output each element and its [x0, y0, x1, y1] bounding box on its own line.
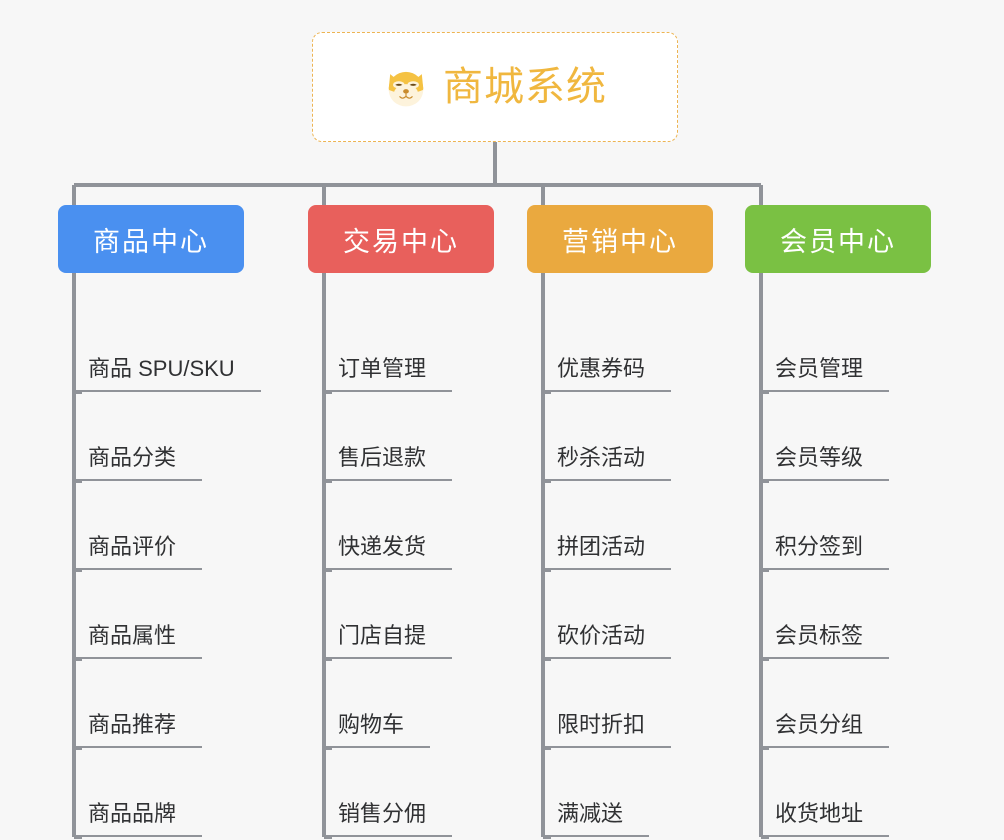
branch-header-label: 商品中心 — [93, 226, 209, 257]
leaf-item[interactable]: 商品分类 — [58, 392, 244, 481]
leaf-item[interactable]: 购物车 — [308, 659, 494, 748]
leaf-item-label: 售后退款 — [332, 445, 453, 481]
leaf-item[interactable]: 订单管理 — [308, 303, 494, 392]
leaf-item-label: 商品推荐 — [82, 712, 203, 748]
leaf-item-label: 收货地址 — [769, 801, 890, 837]
leaf-item[interactable]: 会员分组 — [745, 659, 931, 748]
leaf-list-trade-center: 订单管理售后退款快递发货门店自提购物车销售分佣 — [308, 273, 494, 837]
leaf-item[interactable]: 满减送 — [527, 748, 713, 837]
leaf-item[interactable]: 拼团活动 — [527, 481, 713, 570]
leaf-list-product-center: 商品 SPU/SKU 商品分类商品评价商品属性商品推荐商品品牌 — [58, 273, 261, 837]
leaf-item-label: 积分签到 — [769, 534, 890, 570]
branch-marketing-center: 营销中心优惠券码秒杀活动拼团活动砍价活动限时折扣满减送 — [527, 205, 713, 837]
leaf-item[interactable]: 商品品牌 — [58, 748, 244, 837]
leaf-item-label: 门店自提 — [332, 623, 453, 659]
branch-header-product-center[interactable]: 商品中心 — [58, 205, 244, 273]
leaf-item-label: 满减送 — [551, 801, 650, 837]
leaf-item-label: 限时折扣 — [551, 712, 672, 748]
leaf-item[interactable]: 商品 SPU/SKU — [58, 303, 261, 392]
leaf-item[interactable]: 积分签到 — [745, 481, 931, 570]
leaf-item-label: 会员分组 — [769, 712, 890, 748]
leaf-list-member-center: 会员管理会员等级积分签到会员标签会员分组收货地址 — [745, 273, 931, 837]
leaf-item-label: 商品评价 — [82, 534, 203, 570]
leaf-item-label: 商品属性 — [82, 623, 203, 659]
leaf-item-label: 商品品牌 — [82, 801, 203, 837]
leaf-item-label: 拼团活动 — [551, 534, 672, 570]
leaf-item[interactable]: 商品推荐 — [58, 659, 244, 748]
leaf-item-label: 快递发货 — [332, 534, 453, 570]
leaf-item-label: 销售分佣 — [332, 801, 453, 837]
leaf-item[interactable]: 秒杀活动 — [527, 392, 713, 481]
leaf-item[interactable]: 门店自提 — [308, 570, 494, 659]
leaf-item-label: 商品分类 — [82, 445, 203, 481]
root-title: 商城系统 — [443, 65, 607, 109]
leaf-item[interactable]: 销售分佣 — [308, 748, 494, 837]
leaf-item[interactable]: 售后退款 — [308, 392, 494, 481]
leaf-item[interactable]: 优惠券码 — [527, 303, 713, 392]
leaf-item[interactable]: 商品属性 — [58, 570, 244, 659]
leaf-item-label: 优惠券码 — [551, 356, 672, 392]
leaf-item[interactable]: 限时折扣 — [527, 659, 713, 748]
leaf-list-marketing-center: 优惠券码秒杀活动拼团活动砍价活动限时折扣满减送 — [527, 273, 713, 837]
leaf-item-label: 商品 SPU/SKU — [82, 356, 261, 392]
leaf-item[interactable]: 收货地址 — [745, 748, 931, 837]
dog-face-emoji-icon — [383, 64, 429, 110]
branch-member-center: 会员中心会员管理会员等级积分签到会员标签会员分组收货地址 — [745, 205, 931, 837]
branch-header-label: 营销中心 — [562, 226, 678, 257]
leaf-item[interactable]: 会员等级 — [745, 392, 931, 481]
leaf-item-label: 购物车 — [332, 712, 431, 748]
root-node[interactable]: 商城系统 — [312, 32, 678, 142]
leaf-item-label: 秒杀活动 — [551, 445, 672, 481]
branch-header-trade-center[interactable]: 交易中心 — [308, 205, 494, 273]
leaf-item[interactable]: 会员标签 — [745, 570, 931, 659]
leaf-item-label: 会员等级 — [769, 445, 890, 481]
branch-header-member-center[interactable]: 会员中心 — [745, 205, 931, 273]
leaf-item-label: 订单管理 — [332, 356, 453, 392]
branch-product-center: 商品中心商品 SPU/SKU 商品分类商品评价商品属性商品推荐商品品牌 — [58, 205, 261, 837]
leaf-item-label: 会员标签 — [769, 623, 890, 659]
branch-header-label: 会员中心 — [780, 226, 896, 257]
leaf-item-label: 会员管理 — [769, 356, 890, 392]
leaf-item[interactable]: 商品评价 — [58, 481, 244, 570]
leaf-item-label: 砍价活动 — [551, 623, 672, 659]
branch-trade-center: 交易中心订单管理售后退款快递发货门店自提购物车销售分佣 — [308, 205, 494, 837]
leaf-item[interactable]: 砍价活动 — [527, 570, 713, 659]
leaf-item[interactable]: 快递发货 — [308, 481, 494, 570]
branch-header-marketing-center[interactable]: 营销中心 — [527, 205, 713, 273]
leaf-item[interactable]: 会员管理 — [745, 303, 931, 392]
branch-header-label: 交易中心 — [343, 226, 459, 257]
